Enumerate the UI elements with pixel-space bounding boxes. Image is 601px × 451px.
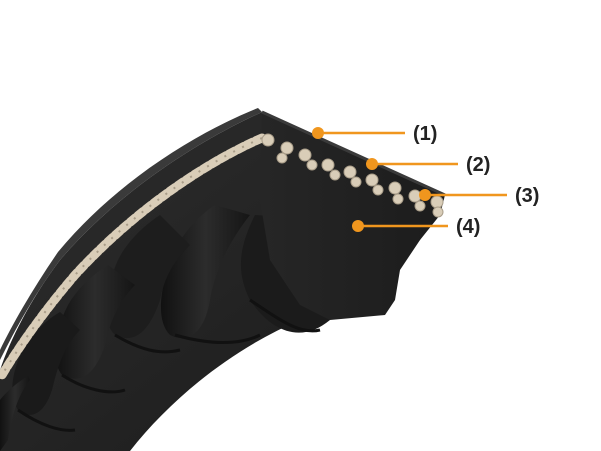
callout-labels: (1) (2) (3) (4) bbox=[413, 123, 539, 238]
callout-3-leader bbox=[419, 189, 507, 201]
callout-2-leader bbox=[366, 158, 458, 170]
callout-3-label: (3) bbox=[515, 185, 539, 207]
callout-leaders bbox=[312, 127, 507, 232]
callout-1-label: (1) bbox=[413, 123, 437, 145]
tension-cord-strand bbox=[0, 133, 267, 380]
belt-end-face bbox=[260, 110, 446, 320]
callout-2-label: (2) bbox=[466, 154, 490, 176]
callout-4-leader bbox=[352, 220, 448, 232]
cord-cross-sections bbox=[261, 133, 444, 218]
callout-1-leader bbox=[312, 127, 405, 139]
callout-4-label: (4) bbox=[456, 216, 480, 238]
